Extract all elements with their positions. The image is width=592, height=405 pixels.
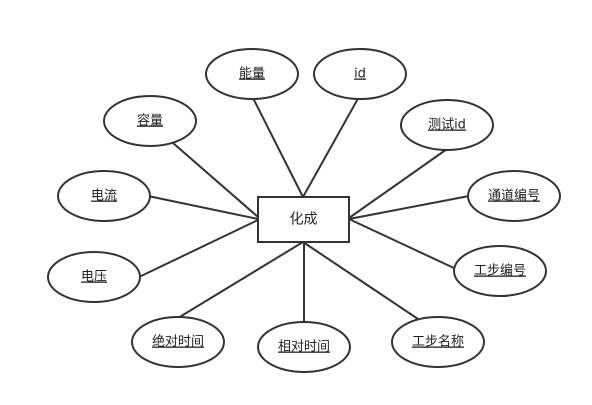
attribute-ellipse [391, 316, 485, 368]
connector-gongbu-mingcheng [302, 241, 422, 322]
attribute-ellipse [57, 170, 151, 222]
attribute-label: id [354, 67, 366, 82]
attribute-rongliang[interactable]: 容量 [103, 95, 197, 147]
attribute-ellipse [467, 170, 561, 222]
attribute-label: 工步编号 [474, 264, 526, 279]
attribute-label: 电压 [81, 270, 107, 285]
attribute-ellipse [47, 251, 141, 303]
attribute-label: 电流 [91, 189, 117, 204]
connector-tongdao-bianhao [348, 195, 470, 220]
attribute-dianya[interactable]: 电压 [47, 251, 141, 303]
attribute-label: 通道编号 [488, 189, 540, 204]
entity-box [257, 196, 350, 243]
connector-juedui-shijian [177, 241, 304, 319]
attribute-label: 容量 [137, 113, 163, 129]
attribute-ceshi-id[interactable]: 测试id [400, 99, 494, 151]
attribute-ellipse [131, 316, 225, 368]
connector-nengliang [250, 93, 304, 198]
attribute-id[interactable]: id [313, 48, 407, 100]
connector-gongbu-bianhao [348, 218, 457, 270]
connector-dianya [138, 219, 259, 278]
attribute-label: 绝对时间 [152, 334, 204, 350]
attribute-ellipse [103, 95, 197, 147]
connector-ceshi-id [348, 148, 448, 219]
attribute-tongdao-bianhao[interactable]: 通道编号 [467, 170, 561, 222]
connector-dianliu [147, 195, 259, 220]
entity-huacheng[interactable]: 化成 [257, 196, 350, 243]
attribute-ellipse [453, 245, 547, 297]
attribute-juedui-shijian[interactable]: 绝对时间 [131, 316, 225, 368]
attribute-dianliu[interactable]: 电流 [57, 170, 151, 222]
connector-id [302, 94, 361, 198]
connector-lines [138, 93, 470, 322]
attribute-gongbu-mingcheng[interactable]: 工步名称 [391, 316, 485, 368]
attribute-label: 测试id [428, 118, 466, 133]
attribute-ellipse [313, 48, 407, 100]
attribute-label: 工步名称 [412, 334, 464, 350]
attribute-ellipse [400, 99, 494, 151]
connector-rongliang [172, 142, 259, 218]
attribute-gongbu-bianhao[interactable]: 工步编号 [453, 245, 547, 297]
attribute-nengliang[interactable]: 能量 [205, 48, 299, 100]
entity-label: 化成 [290, 212, 318, 228]
attribute-label: 相对时间 [278, 340, 330, 355]
attribute-xiangdui-shijian[interactable]: 相对时间 [257, 321, 351, 373]
attribute-ellipse [257, 321, 351, 373]
attribute-ellipse [205, 48, 299, 100]
attribute-label: 能量 [239, 67, 265, 82]
